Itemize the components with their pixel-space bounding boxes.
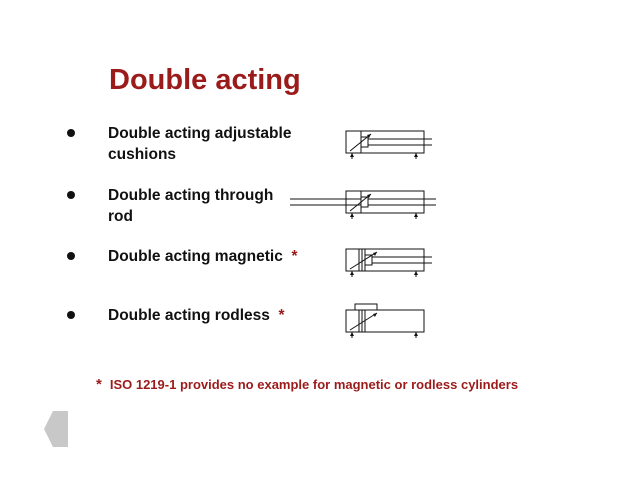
list-item-rodless: Double acting rodless * [108, 305, 285, 326]
footnote-star: * [291, 248, 298, 265]
cylinder-adjustable-cushions-icon [345, 130, 432, 159]
footnote-marker: * [96, 376, 102, 393]
item-label: Double acting rodless [108, 307, 270, 324]
cylinder-through-rod-icon [290, 190, 436, 219]
footnote-star: * [278, 307, 285, 324]
bullet-1 [67, 129, 75, 137]
footnote-text: ISO 1219-1 provides no example for magne… [109, 377, 519, 392]
cylinder-magnetic-icon [345, 248, 432, 277]
bullet-2 [67, 191, 75, 199]
page-title: Double acting [109, 64, 301, 96]
list-item-magnetic: Double acting magnetic * [108, 246, 298, 267]
previous-arrow-icon[interactable] [44, 411, 68, 447]
footnote: * ISO 1219-1 provides no example for magn… [96, 376, 518, 393]
cylinder-rodless-icon [345, 303, 425, 338]
list-item-through-rod: Double acting through rod [108, 185, 273, 227]
item-label: Double acting magnetic [108, 248, 283, 265]
list-item-adjustable-cushions: Double acting adjustable cushions [108, 123, 291, 165]
item-label-line1: Double acting adjustable [108, 125, 292, 142]
bullet-3 [67, 252, 75, 260]
bullet-4 [67, 311, 75, 319]
item-label-line1: Double acting through [108, 187, 274, 204]
item-label-line2: cushions [108, 146, 177, 163]
item-label-line2: rod [108, 208, 133, 225]
